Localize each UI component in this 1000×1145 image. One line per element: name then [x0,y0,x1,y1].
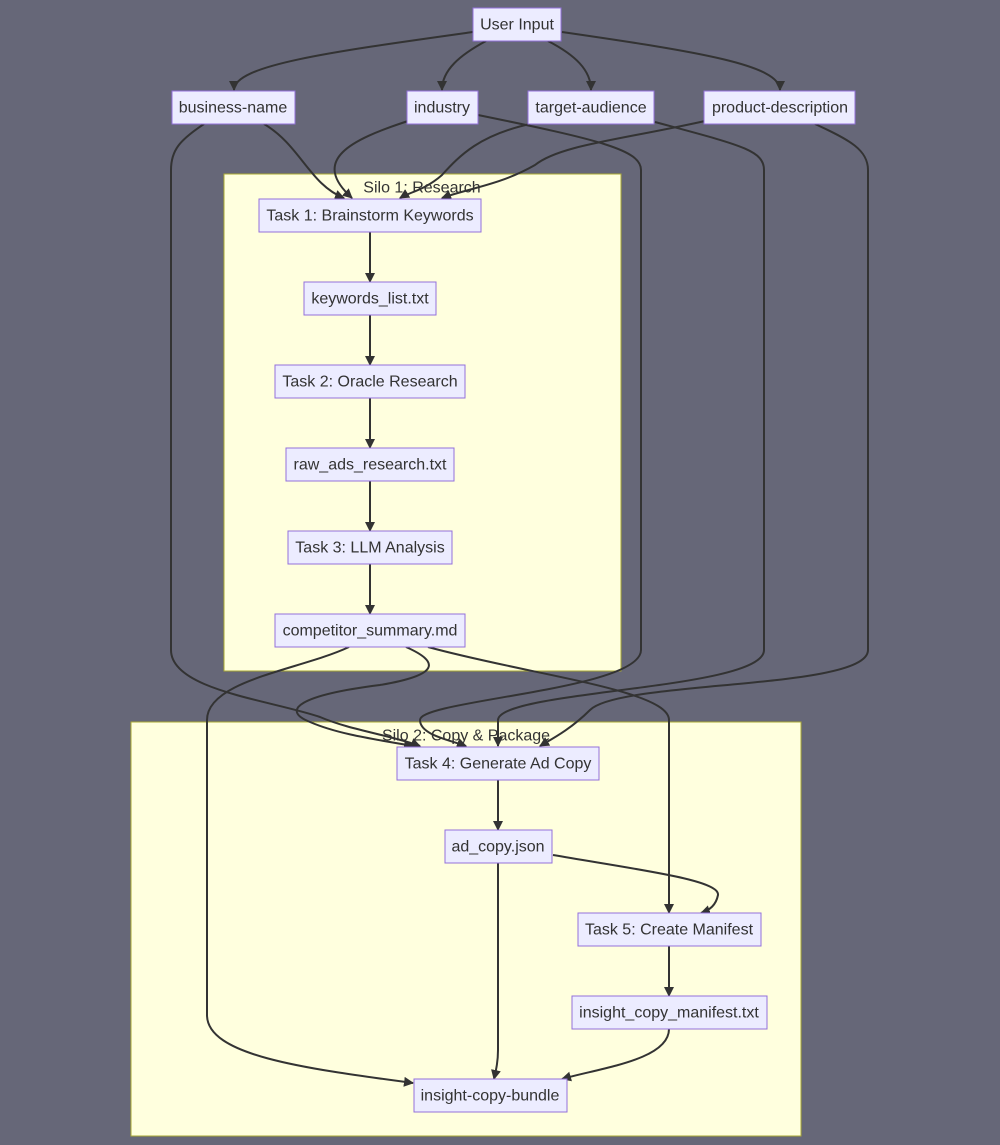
cluster-silo-1-research: Silo 1: Research [223,173,622,672]
edge-target-audience-to-task-1 [399,123,531,199]
node-task-2-label: Task 2: Oracle Research [282,374,457,391]
node-industry[interactable]: industry [406,90,479,125]
edge-product-description-to-task-1 [441,120,706,200]
edge-competitor-summary-to-bundle [206,646,414,1087]
node-insight-copy-manifest-label: insight_copy_manifest.txt [579,1005,759,1022]
node-task-5[interactable]: Task 5: Create Manifest [577,912,762,947]
edge-competitor-summary-to-task-4 [296,646,430,750]
node-raw-ads-research-label: raw_ads_research.txt [294,457,448,474]
node-task-1-label: Task 1: Brainstorm Keywords [266,208,473,225]
edge-user-input-to-industry [437,40,487,91]
edge-competitor-summary-to-task-5 [427,646,674,914]
node-keywords-list[interactable]: keywords_list.txt [303,281,437,316]
edge-manifest-to-bundle [561,1028,670,1082]
edge-industry-to-task-4 [418,114,642,748]
edge-user-input-to-product-description [561,31,785,91]
node-industry-label: industry [414,100,470,117]
edge-user-input-to-business-name [229,31,474,91]
node-user-input[interactable]: User Input [472,7,562,42]
node-ad-copy-label: ad_copy.json [451,839,544,856]
node-task-4-label: Task 4: Generate Ad Copy [405,756,592,773]
node-task-3[interactable]: Task 3: LLM Analysis [287,530,453,565]
node-target-audience-label: target-audience [535,100,646,117]
node-raw-ads-research[interactable]: raw_ads_research.txt [285,447,455,482]
node-target-audience[interactable]: target-audience [527,90,655,125]
cluster-silo-2-label: Silo 2: Copy & Package [382,728,550,745]
node-task-4[interactable]: Task 4: Generate Ad Copy [396,746,600,781]
node-task-5-label: Task 5: Create Manifest [585,922,754,939]
node-task-3-label: Task 3: LLM Analysis [295,540,444,557]
node-competitor-summary[interactable]: competitor_summary.md [274,613,466,648]
node-ad-copy[interactable]: ad_copy.json [444,829,553,864]
node-insight-copy-bundle[interactable]: insight-copy-bundle [413,1078,568,1113]
edge-industry-to-task-1 [333,120,409,199]
edge-business-name-to-task-4 [170,123,421,748]
node-insight-copy-bundle-label: insight-copy-bundle [421,1088,560,1105]
edge-layer [170,31,869,1087]
edge-business-name-to-task-1 [263,123,345,200]
node-user-input-label: User Input [480,17,554,34]
node-business-name-label: business-name [179,100,288,117]
node-business-name[interactable]: business-name [171,90,296,125]
edge-ad-copy-to-bundle [491,863,501,1080]
edge-product-description-to-task-4 [539,123,869,747]
node-competitor-summary-label: competitor_summary.md [283,623,458,640]
edge-ad-copy-to-task-5 [552,854,719,915]
node-product-description[interactable]: product-description [703,90,856,125]
node-product-description-label: product-description [712,100,848,117]
node-task-2[interactable]: Task 2: Oracle Research [274,364,466,399]
edge-user-input-to-target-audience [547,40,596,91]
edge-target-audience-to-task-4 [493,121,765,747]
node-task-1[interactable]: Task 1: Brainstorm Keywords [258,198,482,233]
node-insight-copy-manifest[interactable]: insight_copy_manifest.txt [571,995,768,1030]
node-keywords-list-label: keywords_list.txt [311,291,429,308]
